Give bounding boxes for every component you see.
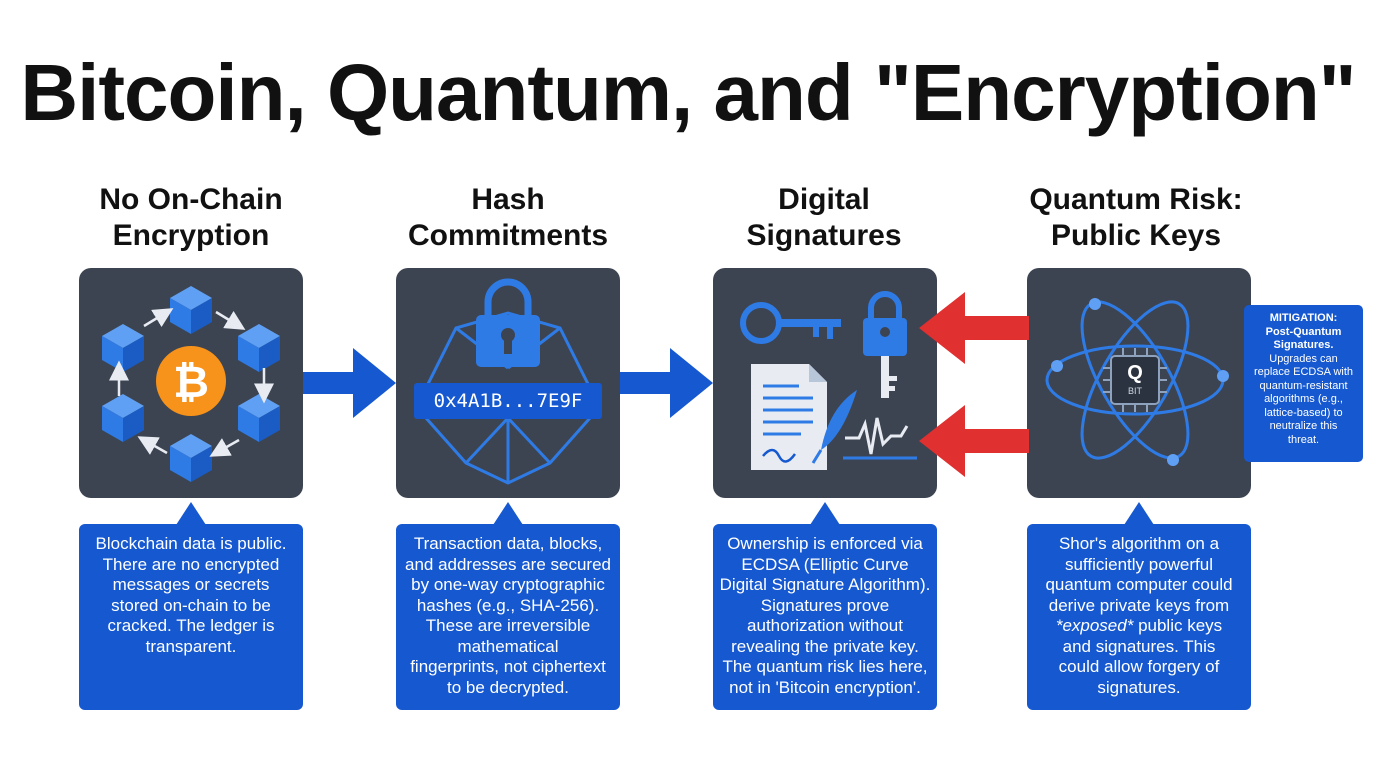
callout-line: revealing the private key. [731,636,919,656]
document-icon [751,364,827,470]
callout-line: by one-way cryptographic [411,575,605,594]
callout-line: ECDSA (Elliptic Curve [741,554,909,574]
qubit-chip-label: BIT [1127,386,1142,396]
heading-no-on-chain-encryption: No On-Chain Encryption [41,182,341,254]
callout-line: *exposed* public keys [1033,616,1245,637]
mitigation-title: MITIGATION: [1269,312,1338,324]
key-signature-icon [740,291,917,470]
heading-line: Digital [778,183,870,216]
panel-blockchain: ₿ [79,268,303,498]
flow-arrow-right-icon [303,348,396,418]
heading-line: Quantum Risk: [1029,183,1243,216]
hash-value: 0x4A1B...7E9F [433,390,583,412]
mitigation-line: lattice-based) to [1264,406,1343,419]
callout-line: transparent. [145,636,237,656]
signature-wave-icon [843,417,917,460]
padlock-key-icon [863,291,907,398]
callout-line: and signatures. This [1062,636,1216,656]
callout-digital-signatures: Ownership is enforced via ECDSA (Ellipti… [713,502,937,710]
callout-line: cracked. The ledger is [107,616,275,635]
callout-line: There are no encrypted [102,554,280,574]
callout-line: sufficiently powerful [1064,554,1214,574]
callout-line: authorization without [747,616,903,635]
heading-line: Commitments [407,219,609,252]
callout-line: fingerprints, not ciphertext [410,657,606,676]
page-title: Bitcoin, Quantum, and "Encryption" [20,48,1356,137]
quantum-atom-icon [1045,298,1229,466]
callout-line: derive private keys from [1048,595,1230,615]
callout-line: Signatures prove [760,595,890,615]
panel-signatures [713,268,937,498]
svg-text:₿: ₿ [173,358,209,407]
threat-arrow-left-icon [919,405,1029,477]
callout-quantum-risk: Shor's algorithm on a sufficiently power… [1027,502,1251,710]
callout-line: signatures. [1097,677,1181,697]
callout-no-encryption: Blockchain data is public. There are no … [79,502,303,710]
callout-line: Digital Signature Algorithm). [719,575,931,594]
heading-line: Public Keys [1050,219,1222,252]
mitigation-line: threat. [1287,433,1320,446]
panel-hash: 0x4A1B...7E9F [396,268,620,498]
mitigation-box: MITIGATION: Post-Quantum Signatures. Upg… [1244,305,1363,462]
mitigation-line: neutralize this [1269,420,1338,432]
callout-line: Transaction data, blocks, [413,534,603,553]
mitigation-line: quantum-resistant [1259,379,1348,392]
mitigation-line: algorithms (e.g., [1264,393,1343,405]
heading-line: Encryption [112,219,270,252]
callout-line: hashes (e.g., SHA-256). [416,595,600,615]
callout-emphasis: *exposed* [1055,616,1134,635]
callout-line: The quantum risk lies here, [722,657,928,676]
callout-line: stored on-chain to be [111,595,271,615]
callout-line: Shor's algorithm on a [1058,534,1220,553]
heading-line: No On-Chain [99,183,283,216]
callout-line: Ownership is enforced via [727,534,923,553]
callout-line: to be decrypted. [447,677,569,697]
lock-hash-icon [414,278,602,485]
flow-arrow-right-icon [620,348,713,418]
heading-digital-signatures: Digital Signatures [674,182,974,254]
callout-hash-commitments: Transaction data, blocks, and addresses … [396,502,620,710]
callout-line: quantum computer could [1045,575,1233,594]
mitigation-subtitle: Signatures. [1273,339,1334,351]
mitigation-line: replace ECDSA with [1253,366,1354,378]
callout-line: could allow forgery of [1058,657,1220,676]
callout-line: and addresses are secured [404,554,612,574]
panel-quantum: Q BIT [1027,268,1251,498]
heading-hash-commitments: Hash Commitments [358,182,658,254]
callout-text: public keys [1133,616,1223,635]
qubit-chip-letter: Q [1127,362,1143,384]
callout-line: messages or secrets [112,575,270,594]
quill-icon [811,390,857,464]
callout-line: These are irreversible [425,616,591,635]
mitigation-line: Upgrades can [1269,352,1338,365]
callout-line: Blockchain data is public. [95,534,287,553]
callout-line: not in 'Bitcoin encryption'. [729,677,921,697]
threat-arrow-left-icon [919,292,1029,364]
heading-line: Signatures [746,219,902,252]
heading-quantum-risk: Quantum Risk: Public Keys [986,182,1286,254]
key-icon [740,302,841,344]
mitigation-subtitle: Post-Quantum [1265,325,1342,338]
heading-line: Hash [471,183,545,216]
callout-line: mathematical [457,636,559,656]
bitcoin-blockchain-ring-icon: ₿ [102,286,280,482]
